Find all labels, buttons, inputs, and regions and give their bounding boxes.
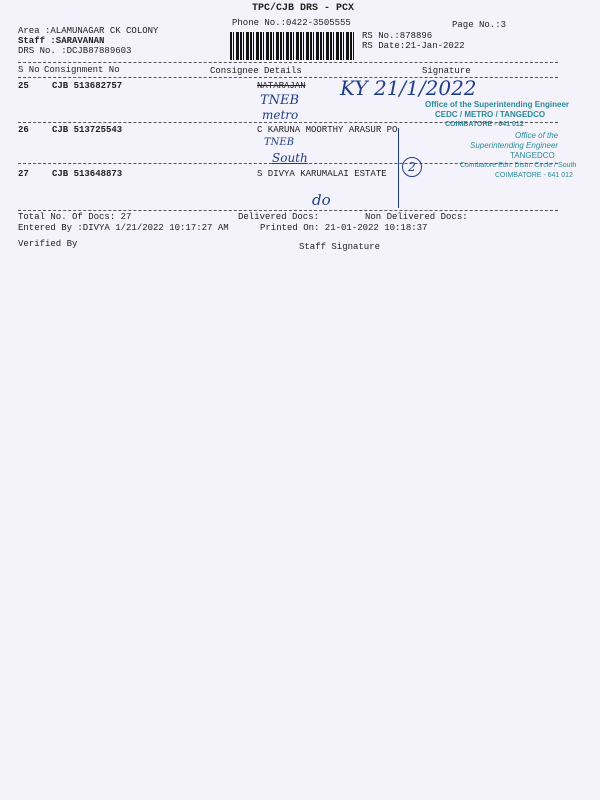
col-sno: S No: [18, 65, 40, 75]
stamp-text: CEDC / METRO / TANGEDCO: [435, 110, 546, 119]
handwritten-line: [398, 128, 399, 208]
stamp-text: Coimbatore Edn. Distn. Circle / South: [460, 162, 577, 169]
handwritten-signature: KY 21/1/2022: [340, 76, 477, 100]
handwriting-south: South: [272, 151, 308, 165]
row-sno: 26: [18, 125, 29, 135]
row-consignment: CJB 513648873: [52, 169, 123, 179]
non-delivered-docs: Non Delivered Docs:: [365, 212, 468, 222]
handwriting-circled-number: 2: [402, 157, 422, 177]
row-sno: 25: [18, 81, 29, 91]
staff: Staff :SARAVANAN: [18, 36, 105, 46]
barcode: [230, 32, 354, 60]
row-consignment: CJB 513682757: [52, 81, 123, 91]
rs-date: RS Date:21-Jan-2022: [362, 41, 465, 51]
document-title: TPC/CJB DRS - PCX: [252, 3, 355, 14]
col-signature: Signature: [422, 66, 471, 76]
phone-number: Phone No.:0422-3505555: [232, 18, 351, 28]
col-consignee: Consignee Details: [210, 66, 302, 76]
handwriting-tneb: TNEB: [260, 93, 300, 108]
stamp-text: Superintending Engineer: [470, 141, 559, 150]
verified-by: Verified By: [18, 239, 78, 249]
row-consignee: NATARAJAN: [257, 81, 306, 91]
staff-signature-label: Staff Signature: [299, 242, 381, 252]
row-consignment: CJB 513725543: [52, 125, 123, 135]
rs-number: RS No.:878896: [362, 31, 433, 41]
divider: [18, 62, 558, 63]
stamp-text: COIMBATORE - 641 012: [495, 172, 573, 179]
handwriting-do: do: [312, 191, 331, 209]
handwriting-metro: metro: [262, 108, 299, 122]
page-number: Page No.:3: [452, 20, 507, 30]
divider: [18, 77, 558, 78]
printed-on: Printed On: 21-01-2022 10:18:37: [260, 223, 428, 233]
row-sno: 27: [18, 169, 29, 179]
stamp-text: Office of the: [515, 131, 559, 140]
divider: [18, 163, 558, 164]
stamp-text: TANGEDCO: [510, 151, 555, 160]
entered-by: Entered By :DIVYA 1/21/2022 10:17:27 AM: [18, 223, 229, 233]
delivered-docs: Delivered Docs:: [238, 212, 320, 222]
area: Area :ALAMUNAGAR CK COLONY: [18, 26, 159, 36]
drs-number: DRS No. :DCJB87889603: [18, 46, 132, 56]
handwriting-tneb: TNEB: [264, 137, 295, 148]
row-consignee: C KARUNA MOORTHY ARASUR PO: [257, 125, 398, 135]
stamp-text: COIMBATORE - 641 012: [445, 121, 524, 128]
divider: [18, 122, 558, 123]
col-consignment: Consignment No: [44, 65, 120, 75]
stamp-text: Office of the Superintending Engineer: [425, 100, 570, 109]
row-consignee: S DIVYA KARUMALAI ESTATE: [257, 169, 387, 179]
divider: [18, 210, 558, 211]
total-docs: Total No. Of Docs: 27: [18, 212, 132, 222]
